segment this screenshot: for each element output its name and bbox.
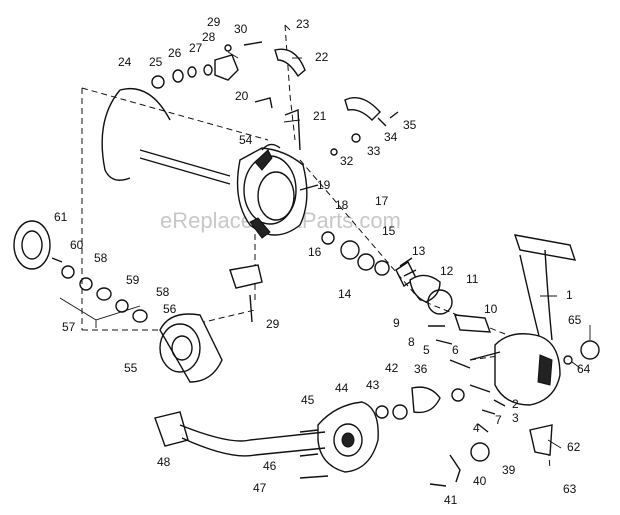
callout-27: 27	[189, 41, 203, 55]
callout-20: 20	[235, 89, 249, 103]
rotor-lower-parts	[229, 264, 263, 323]
callout-23: 23	[296, 17, 310, 31]
callout-57: 57	[62, 320, 76, 334]
callout-47: 47	[253, 481, 267, 495]
callout-63: 63	[563, 482, 577, 496]
callout-5: 5	[423, 343, 430, 357]
callout-18: 18	[335, 198, 349, 212]
callout-60: 60	[70, 238, 84, 252]
callout-30: 30	[234, 22, 248, 36]
callout-14: 14	[338, 287, 352, 301]
body-cap	[563, 340, 600, 365]
callout-46: 46	[263, 459, 277, 473]
callout-36: 36	[414, 362, 428, 376]
rotor-assembly	[101, 88, 319, 239]
callout-62: 62	[567, 440, 581, 454]
callout-24: 24	[118, 55, 132, 69]
callout-58-top: 58	[94, 251, 108, 265]
callout-35: 35	[403, 118, 417, 132]
callout-43: 43	[366, 378, 380, 392]
callout-21: 21	[313, 109, 327, 123]
callout-4: 4	[473, 421, 480, 435]
callout-3: 3	[512, 411, 519, 425]
callout-8: 8	[408, 335, 415, 349]
callout-41: 41	[444, 493, 458, 507]
callout-9: 9	[393, 316, 400, 330]
small-body-parts	[428, 325, 506, 433]
leader-lines	[59, 24, 591, 449]
pinion-spacers	[321, 231, 441, 303]
callout-26: 26	[168, 46, 182, 60]
pinion-gear	[427, 289, 492, 333]
callout-64: 64	[577, 362, 591, 376]
callout-58-bottom: 58	[156, 285, 170, 299]
callout-40: 40	[473, 474, 487, 488]
callout-1: 1	[566, 288, 573, 302]
callout-48: 48	[157, 455, 171, 469]
line-roller-parts	[330, 97, 399, 156]
callout-56: 56	[163, 302, 177, 316]
callout-16: 16	[308, 245, 322, 259]
callout-28: 28	[202, 30, 216, 44]
callout-55: 55	[124, 361, 138, 375]
callout-19: 19	[317, 178, 331, 192]
reel-foot	[529, 424, 553, 456]
callout-59: 59	[126, 273, 140, 287]
callout-29-top: 29	[207, 15, 221, 29]
callout-13: 13	[412, 244, 426, 258]
callout-54: 54	[239, 133, 253, 147]
spool-assembly	[13, 220, 223, 383]
callout-10: 10	[484, 302, 498, 316]
callout-29-bottom: 29	[266, 317, 280, 331]
cover-screws	[299, 429, 329, 479]
callout-45: 45	[301, 393, 315, 407]
callout-42: 42	[385, 361, 399, 375]
callout-11: 11	[466, 272, 479, 286]
callout-17: 17	[375, 194, 389, 208]
callout-6: 6	[452, 343, 459, 357]
callout-61: 61	[54, 210, 68, 224]
part-callouts: 1 2 3 4 5 6 7 8 9 10 11 12 13 14 15 16 1…	[54, 15, 591, 507]
callout-25: 25	[149, 55, 163, 69]
callout-7: 7	[495, 413, 502, 427]
callout-15: 15	[382, 224, 396, 238]
trip-parts	[429, 442, 490, 487]
callout-39: 39	[502, 463, 516, 477]
anti-reverse-parts	[399, 257, 417, 277]
callout-2: 2	[512, 397, 519, 411]
callout-22: 22	[315, 50, 329, 64]
reel-body	[469, 234, 577, 406]
callout-34: 34	[384, 130, 398, 144]
callout-44: 44	[335, 381, 349, 395]
side-cover	[317, 401, 379, 473]
callout-32: 32	[340, 154, 354, 168]
handle	[154, 411, 326, 457]
callout-33: 33	[367, 144, 381, 158]
bail-arm-parts	[151, 41, 306, 109]
callout-65: 65	[568, 313, 582, 327]
main-gear-parts	[375, 386, 465, 420]
callout-12: 12	[440, 264, 454, 278]
